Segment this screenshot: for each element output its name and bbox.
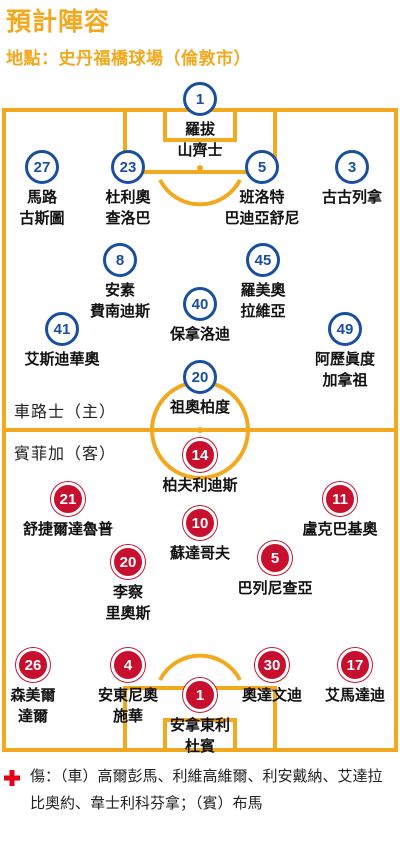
- player-number-badge: 1: [183, 82, 217, 116]
- player-name: 祖奧柏度: [169, 398, 230, 416]
- home-player: 1 羅拔 山齊士: [145, 82, 255, 161]
- player-number-badge: 49: [328, 312, 362, 346]
- player-name: 杜利奧 查洛巴: [105, 188, 151, 227]
- away-player: 10 蘇達哥夫: [145, 506, 255, 564]
- player-number-badge: 30: [255, 648, 289, 682]
- player-name: 班洛特 巴迪亞舒尼: [224, 188, 300, 227]
- home-team-label: 車路士（主）: [14, 402, 117, 421]
- away-player: 14 柏夫利迪斯: [145, 438, 255, 496]
- player-number-badge: 3: [335, 150, 369, 184]
- player-number-badge: 27: [25, 150, 59, 184]
- player-name: 羅美奧 拉維亞: [240, 281, 286, 320]
- player-number-badge: 5: [245, 150, 279, 184]
- bottom-penalty-arc: [158, 653, 242, 681]
- player-number-badge: 11: [323, 482, 357, 516]
- home-player: 23 杜利奧 查洛巴: [73, 150, 183, 229]
- home-player: 45 羅美奧 拉維亞: [208, 243, 318, 322]
- player-name: 舒捷爾達魯普: [22, 520, 113, 538]
- top-penalty-spot: [197, 165, 203, 171]
- home-player: 3 古古列拿: [297, 150, 400, 208]
- away-player: 5 巴列尼查亞: [220, 541, 330, 599]
- player-number-badge: 26: [16, 648, 50, 682]
- top-penalty-arc: [158, 179, 242, 207]
- player-number-badge: 23: [111, 150, 145, 184]
- away-team-label: 賓菲加（客）: [14, 444, 117, 463]
- away-player: 17 艾馬達迪: [300, 648, 400, 706]
- bottom-goal-box: [163, 718, 237, 752]
- player-name: 安東尼奧 施華: [97, 686, 158, 725]
- player-name: 羅拔 山齊士: [177, 120, 223, 159]
- away-player: 21 舒捷爾達魯普: [13, 482, 123, 540]
- player-number-badge: 8: [103, 243, 137, 277]
- home-player: 8 安素 費南迪斯: [65, 243, 175, 322]
- player-name: 柏夫利迪斯: [162, 476, 238, 494]
- away-player: 1 安拿東利 杜賓: [145, 678, 255, 757]
- player-number-badge: 40: [183, 287, 217, 321]
- away-player: 4 安東尼奧 施華: [73, 648, 183, 727]
- home-player: 40 保拿洛迪: [145, 287, 255, 345]
- away-player: 30 奧達文迪: [217, 648, 327, 706]
- player-name: 李察 里奧斯: [105, 583, 151, 622]
- player-name: 馬路 古斯圖: [19, 188, 65, 227]
- player-name: 蘇達哥夫: [169, 544, 230, 562]
- home-player: 5 班洛特 巴迪亞舒尼: [207, 150, 317, 229]
- home-player: 27 馬路 古斯圖: [0, 150, 97, 229]
- player-number-badge: 4: [111, 648, 145, 682]
- player-number-badge: 41: [45, 312, 79, 346]
- home-player: 41 艾斯迪華奧: [7, 312, 117, 370]
- player-name: 阿歷眞度 加拿祖: [314, 350, 375, 389]
- player-number-badge: 20: [111, 545, 145, 579]
- player-number-badge: 17: [338, 648, 372, 682]
- player-number-badge: 45: [246, 243, 280, 277]
- player-number-badge: 20: [183, 360, 217, 394]
- player-name: 古古列拿: [321, 188, 382, 206]
- player-number-badge: 21: [51, 482, 85, 516]
- player-number-badge: 1: [183, 678, 217, 712]
- player-number-badge: 14: [183, 438, 217, 472]
- injury-list: 傷：（車）高爾彭馬、利維高維爾、利安戴納、艾達拉比奧約、韋士利科芬拿；（賓）布馬: [30, 767, 383, 812]
- center-spot: [197, 427, 203, 433]
- home-player: 49 阿歷眞度 加拿祖: [290, 312, 400, 391]
- away-player: 20 李察 里奧斯: [73, 545, 183, 624]
- player-name: 森美爾 達爾: [10, 686, 56, 725]
- away-player: 11 盧克巴基奧: [285, 482, 395, 540]
- red-cross-icon: [4, 770, 20, 786]
- player-name: 安素 費南迪斯: [89, 281, 150, 320]
- page-title: 預計陣容: [6, 7, 111, 36]
- away-player: 26 森美爾 達爾: [0, 648, 88, 727]
- player-name: 安拿東利 杜賓: [169, 716, 230, 755]
- player-number-badge: 5: [258, 541, 292, 575]
- player-name: 保拿洛迪: [169, 325, 230, 343]
- player-number-badge: 10: [183, 506, 217, 540]
- player-name: 艾馬達迪: [324, 686, 385, 704]
- venue-label: 地點：史丹福橋球場（倫敦市）: [6, 49, 251, 69]
- home-player: 20 祖奧柏度: [145, 360, 255, 418]
- player-name: 盧克巴基奧: [302, 520, 378, 538]
- player-name: 奧達文迪: [241, 686, 302, 704]
- player-name: 艾斯迪華奧: [24, 350, 100, 368]
- player-name: 巴列尼查亞: [237, 579, 313, 597]
